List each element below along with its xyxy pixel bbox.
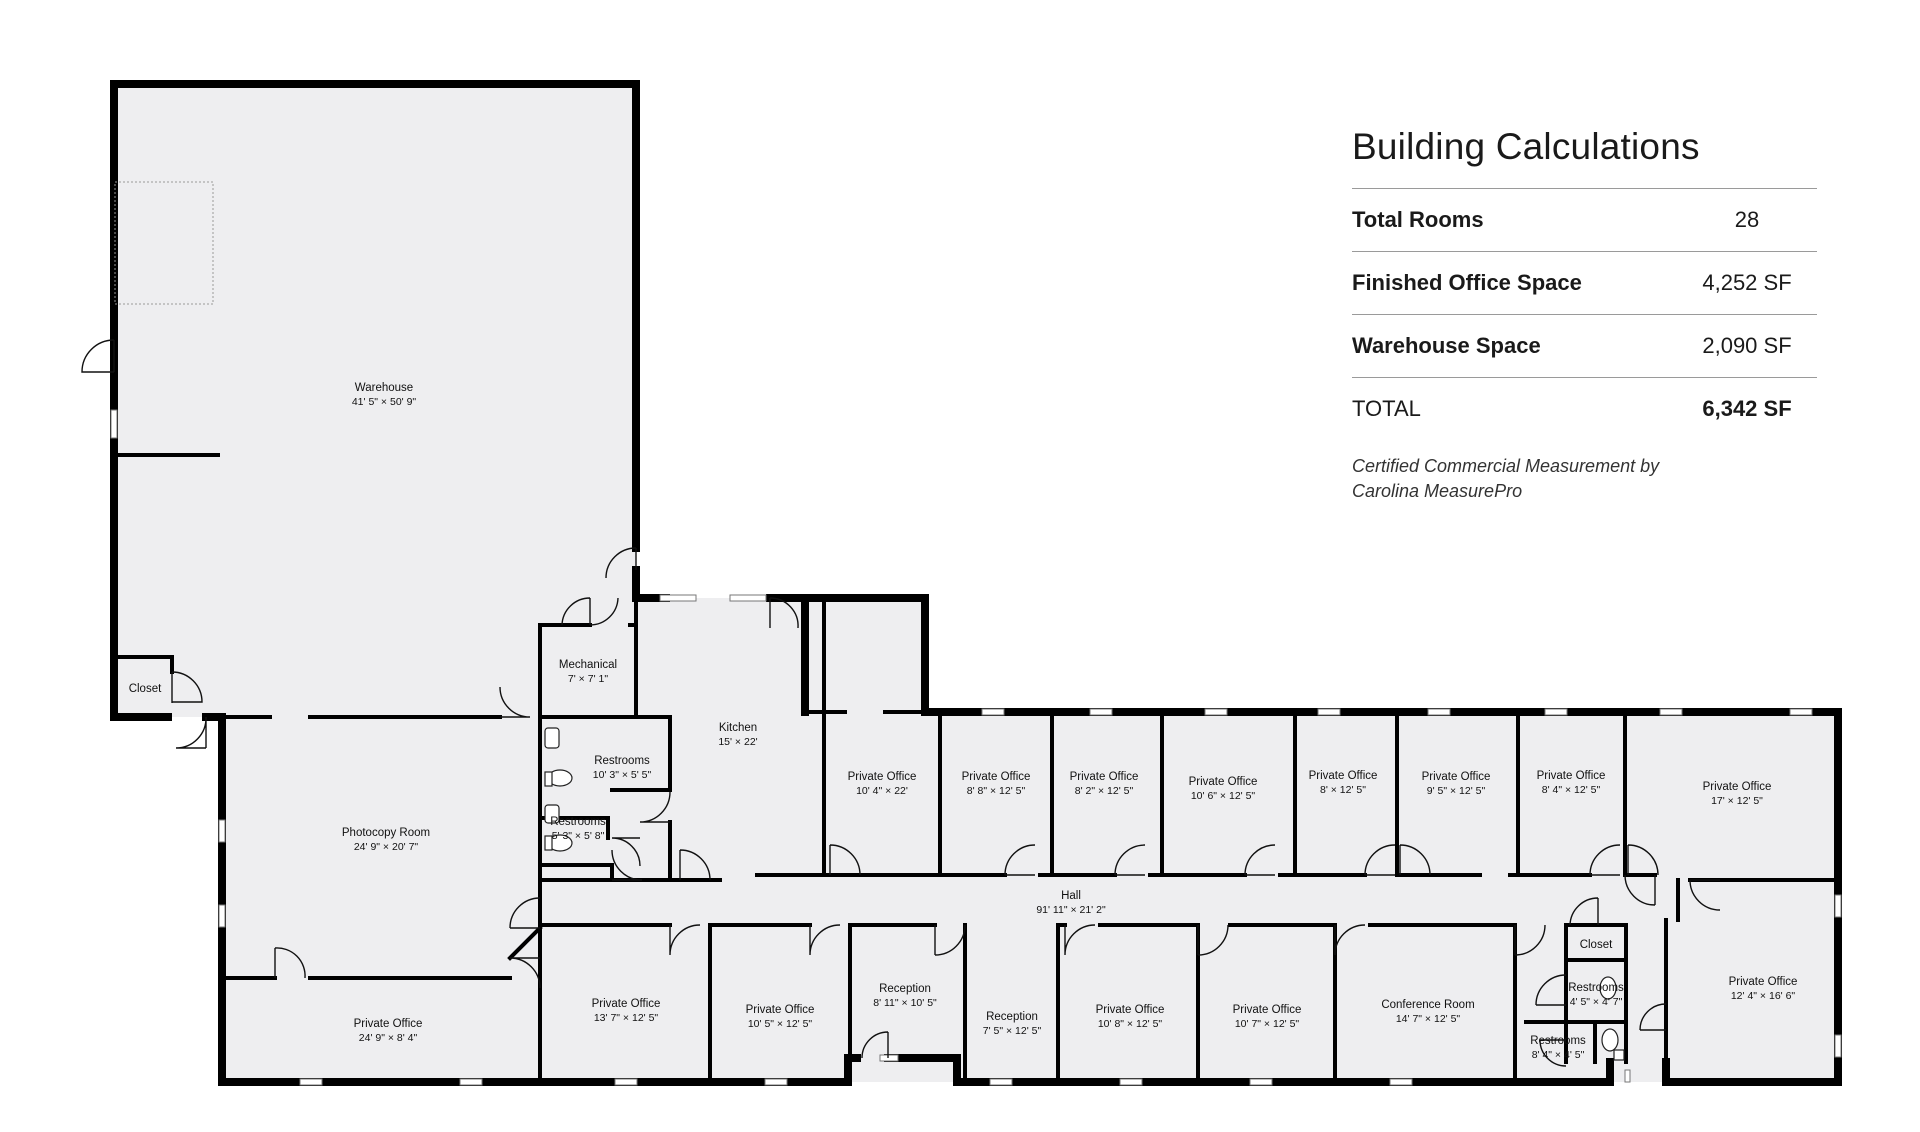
room-name-private-office-t1: Private Office — [848, 771, 917, 783]
calc-value: 4,252 SF — [1702, 270, 1792, 295]
fixtures — [544, 727, 1625, 1061]
calc-label: TOTAL — [1352, 396, 1421, 421]
room-name-hall: Hall — [1061, 890, 1081, 902]
building-calculations-panel: Building Calculations Total Rooms 28 Fin… — [1352, 126, 1817, 504]
room-dims-private-office-b1: 13' 7" × 12' 5" — [594, 1012, 659, 1024]
calc-value: 28 — [1734, 207, 1760, 232]
room-name-private-office-t4: Private Office — [1189, 776, 1258, 788]
windows — [110, 181, 1842, 1086]
room-dims-private-office-t5: 8' × 12' 5" — [1320, 784, 1366, 796]
room-name-private-office-t3: Private Office — [1070, 771, 1139, 783]
room-name-private-office-b1: Private Office — [592, 998, 661, 1010]
room-dims-private-office-b2: 10' 5" × 12' 5" — [748, 1018, 813, 1030]
room-dims-restroom-3: 4' 5" × 4' 7" — [1570, 996, 1623, 1008]
room-name-closet-east: Closet — [1580, 939, 1613, 951]
room-name-restroom-2: Restrooms — [550, 816, 606, 828]
calc-value: 6,342 SF — [1702, 396, 1792, 421]
room-dims-private-office-b0: 24' 9" × 8' 4" — [359, 1032, 418, 1044]
room-dims-private-office-t6: 9' 5" × 12' 5" — [1427, 785, 1486, 797]
room-dims-conference: 14' 7" × 12' 5" — [1396, 1013, 1461, 1025]
room-dims-private-office-t2: 8' 8" × 12' 5" — [967, 785, 1026, 797]
room-dims-private-office-b3: 10' 8" × 12' 5" — [1098, 1018, 1163, 1030]
room-name-private-office-east: Private Office — [1729, 976, 1798, 988]
room-dims-private-office-b4: 10' 7" × 12' 5" — [1235, 1018, 1300, 1030]
calc-row-finished-office-space: Finished Office Space 4,252 SF — [1352, 251, 1817, 314]
calc-row-warehouse-space: Warehouse Space 2,090 SF — [1352, 314, 1817, 377]
room-name-private-office-b0: Private Office — [354, 1018, 423, 1030]
room-name-restroom-3: Restrooms — [1568, 982, 1624, 994]
calc-label: Finished Office Space — [1352, 270, 1582, 295]
room-name-reception-1: Reception — [879, 983, 931, 995]
room-name-private-office-t6: Private Office — [1422, 771, 1491, 783]
room-dims-photocopy: 24' 9" × 20' 7" — [354, 841, 419, 853]
room-name-private-office-t2: Private Office — [962, 771, 1031, 783]
calc-row-total: TOTAL 6,342 SF — [1352, 377, 1817, 440]
room-name-private-office-b2: Private Office — [746, 1004, 815, 1016]
room-dims-kitchen: 15' × 22' — [718, 736, 757, 748]
room-dims-hall: 91' 11" × 21' 2" — [1036, 904, 1106, 916]
room-name-private-office-t8: Private Office — [1703, 781, 1772, 793]
room-name-conference: Conference Room — [1381, 999, 1474, 1011]
room-dims-private-office-t4: 10' 6" × 12' 5" — [1191, 790, 1256, 802]
room-dims-private-office-t8: 17' × 12' 5" — [1711, 795, 1763, 807]
room-dims-private-office-t1: 10' 4" × 22' — [856, 785, 908, 797]
calc-value: 2,090 SF — [1702, 333, 1792, 358]
room-dims-private-office-t3: 8' 2" × 12' 5" — [1075, 785, 1134, 797]
room-dims-reception-1: 8' 11" × 10' 5" — [873, 997, 937, 1009]
room-labels: Warehouse 41' 5" × 50' 9" Closet Mechani… — [129, 382, 1798, 1061]
room-name-restroom-1: Restrooms — [594, 755, 650, 767]
room-name-warehouse: Warehouse — [355, 382, 413, 394]
room-name-private-office-b3: Private Office — [1096, 1004, 1165, 1016]
room-dims-reception-2: 7' 5" × 12' 5" — [983, 1025, 1042, 1037]
floor-fill — [114, 84, 1838, 1082]
calc-label: Total Rooms — [1352, 207, 1484, 232]
room-dims-mechanical: 7' × 7' 1" — [568, 673, 608, 685]
room-name-kitchen: Kitchen — [719, 722, 757, 734]
room-dims-restroom-4: 8' 4" × 4' 5" — [1532, 1049, 1585, 1061]
room-name-mechanical: Mechanical — [559, 659, 617, 671]
room-name-private-office-t5: Private Office — [1309, 770, 1378, 782]
room-dims-restroom-2: 5' 3" × 5' 8" — [552, 830, 605, 842]
doors — [81, 339, 1721, 1067]
room-dims-private-office-east: 12' 4" × 16' 6" — [1731, 990, 1796, 1002]
room-name-closet-warehouse: Closet — [129, 683, 162, 695]
room-name-photocopy: Photocopy Room — [342, 827, 430, 839]
room-dims-private-office-t7: 8' 4" × 12' 5" — [1542, 784, 1601, 796]
room-dims-warehouse: 41' 5" × 50' 9" — [352, 396, 417, 408]
room-name-private-office-b4: Private Office — [1233, 1004, 1302, 1016]
room-dims-restroom-1: 10' 3" × 5' 5" — [593, 769, 652, 781]
calc-label: Warehouse Space — [1352, 333, 1541, 358]
room-name-reception-2: Reception — [986, 1011, 1038, 1023]
calculations-title: Building Calculations — [1352, 126, 1700, 167]
certification-note: Certified Commercial Measurement by Caro… — [1352, 456, 1660, 501]
room-name-restroom-4: Restrooms — [1530, 1035, 1586, 1047]
room-name-private-office-t7: Private Office — [1537, 770, 1606, 782]
calc-row-total-rooms: Total Rooms 28 — [1352, 188, 1817, 251]
